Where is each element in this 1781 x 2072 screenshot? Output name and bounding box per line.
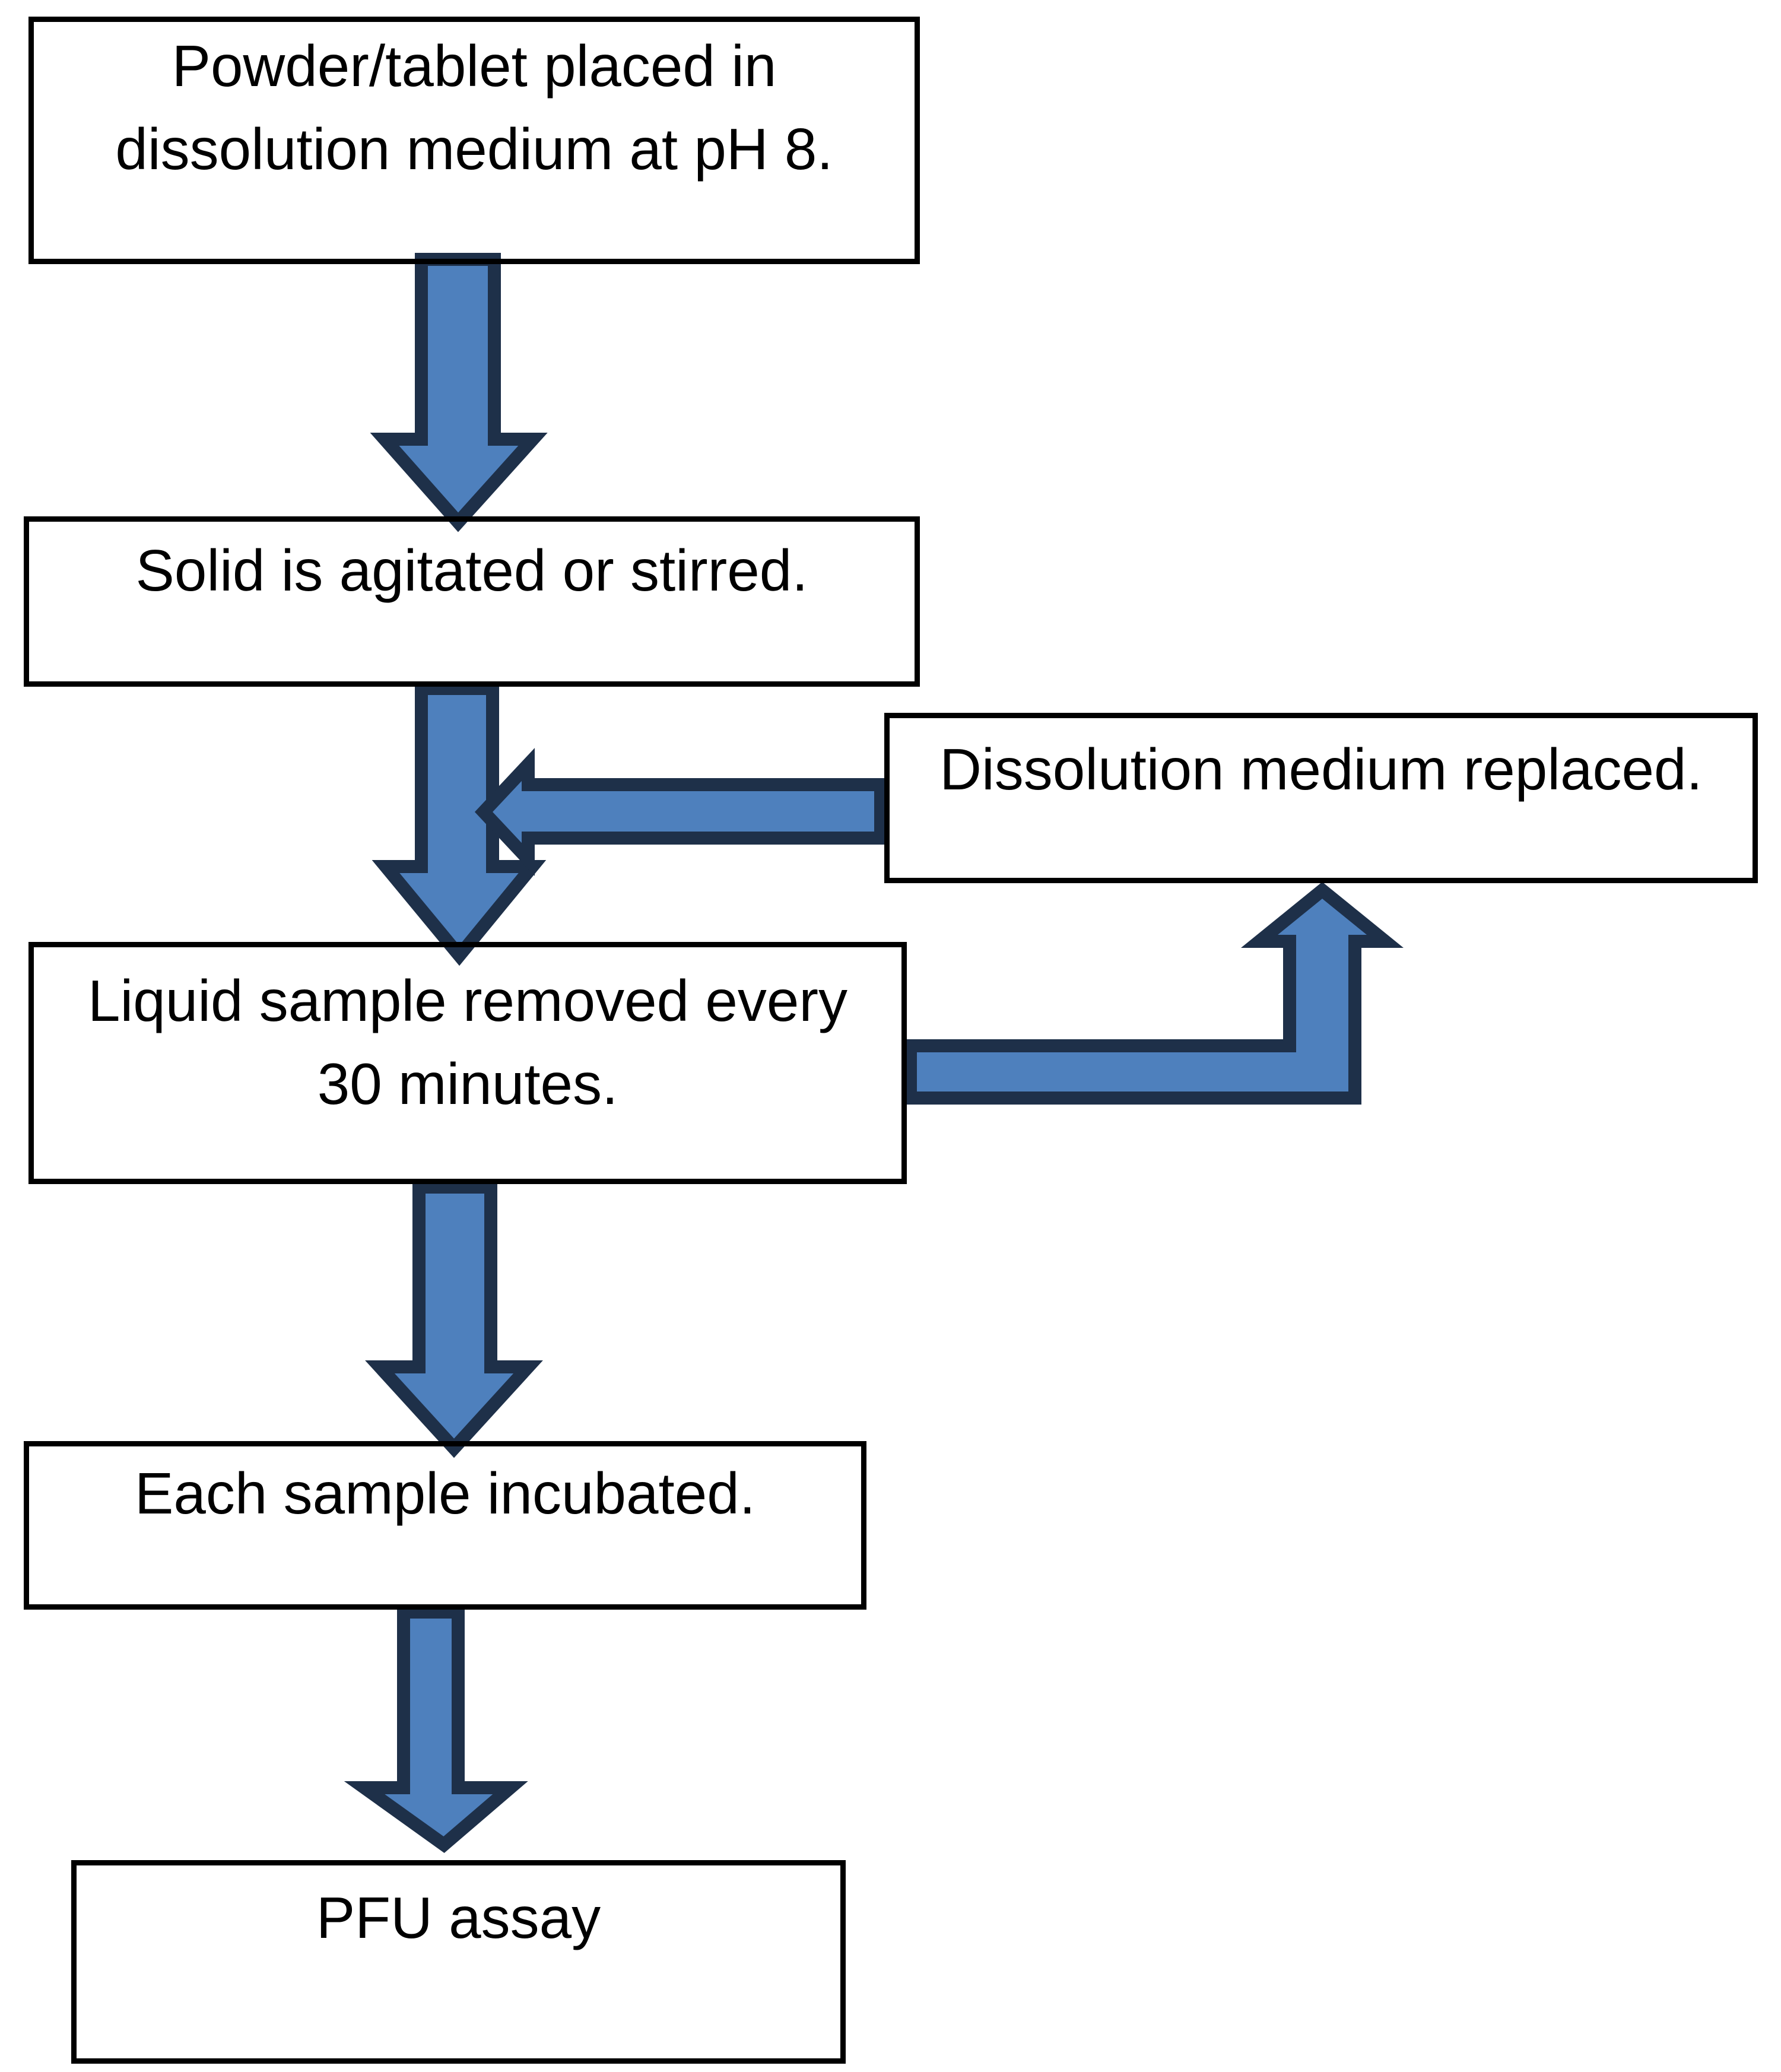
node-label-line: Solid is agitated or stirred. <box>135 538 808 603</box>
node-label-line: Powder/tablet placed in <box>172 33 777 99</box>
arrow-powder-to-agitated <box>370 253 548 532</box>
node-label-line: Liquid sample removed every <box>87 968 848 1033</box>
node-label-line: PFU assay <box>316 1885 601 1950</box>
node-label-line: Each sample incubated. <box>135 1461 755 1526</box>
node-powder-tablet: Powder/tablet placed in dissolution medi… <box>28 17 920 264</box>
node-label-line: dissolution medium at pH 8. <box>115 116 833 182</box>
node-label-line: Dissolution medium replaced. <box>939 737 1703 802</box>
node-solid-agitated: Solid is agitated or stirred. <box>24 516 920 687</box>
node-each-sample-incubated: Each sample incubated. <box>24 1441 866 1610</box>
node-label-line: 30 minutes. <box>317 1051 618 1116</box>
arrow-liquid-sample-to-medium-replaced <box>904 881 1404 1105</box>
arrow-liquid-sample-to-incubated <box>365 1181 543 1458</box>
node-pfu-assay: PFU assay <box>71 1860 846 2064</box>
arrow-incubated-to-pfu <box>344 1605 528 1853</box>
arrow-medium-replaced-to-flow <box>474 748 887 876</box>
node-dissolution-medium-replaced: Dissolution medium replaced. <box>884 713 1758 883</box>
arrow-agitated-to-liquid-sample <box>372 682 547 966</box>
node-liquid-sample-removed: Liquid sample removed every 30 minutes. <box>28 942 907 1184</box>
